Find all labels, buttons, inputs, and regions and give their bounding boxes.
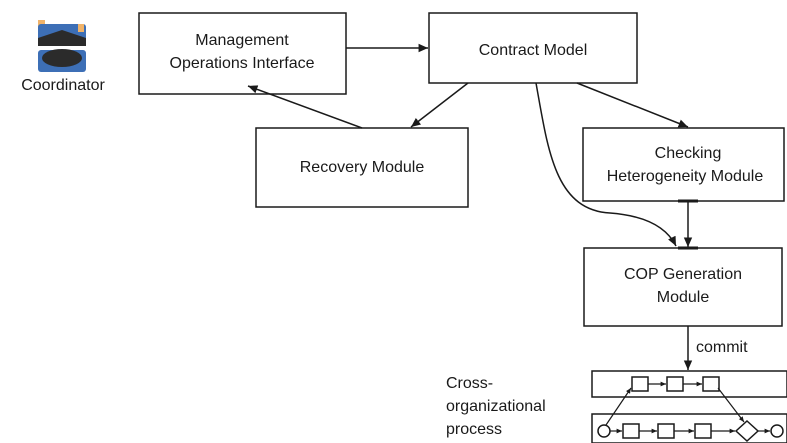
edge-contract-to-checking	[576, 82, 689, 128]
process-lane-bottom	[591, 413, 787, 443]
cop-generation-module-box: COP Generation Module	[583, 247, 783, 327]
edge-recovery-to-management	[247, 85, 363, 129]
end-event-icon	[770, 424, 784, 438]
coordinator-person-icon	[38, 20, 86, 72]
management-box-line-1: Management	[195, 32, 289, 49]
checking-box-line-2: Heterogeneity Module	[607, 168, 764, 185]
cross-lane-flow-gateway	[717, 387, 745, 423]
activity-task-icon	[631, 376, 649, 392]
process-label-line-1: Cross-	[446, 375, 493, 392]
edge-contract-to-cop-curve	[535, 82, 677, 247]
activity-task-icon	[622, 423, 640, 439]
process-label-line-3: process	[446, 421, 502, 438]
checking-box-line-1: Checking	[655, 145, 722, 162]
contract-model-box: Contract Model	[428, 12, 638, 84]
checking-heterogeneity-module-box: Checking Heterogeneity Module	[582, 127, 785, 202]
cop-box-line-2: Module	[657, 289, 710, 306]
gateway-diamond-icon	[734, 419, 760, 443]
contract-model-label: Contract Model	[479, 42, 588, 59]
activity-task-icon	[657, 423, 675, 439]
management-operations-interface-box: Management Operations Interface	[138, 12, 347, 95]
management-box-line-2: Operations Interface	[170, 55, 315, 72]
edge-contract-to-recovery	[410, 82, 469, 128]
start-event-icon	[597, 424, 611, 438]
activity-task-icon	[666, 376, 684, 392]
cop-box-line-1: COP Generation	[624, 266, 742, 283]
recovery-module-label: Recovery Module	[300, 159, 425, 176]
cross-lane-flow-start	[605, 387, 632, 426]
process-label-line-2: organizational	[446, 398, 546, 415]
coordinator-label: Coordinator	[21, 77, 105, 94]
activity-task-icon	[702, 376, 720, 392]
recovery-module-box: Recovery Module	[255, 127, 469, 208]
commit-label: commit	[696, 339, 748, 356]
activity-task-icon	[694, 423, 712, 439]
process-lane-top	[591, 370, 787, 398]
